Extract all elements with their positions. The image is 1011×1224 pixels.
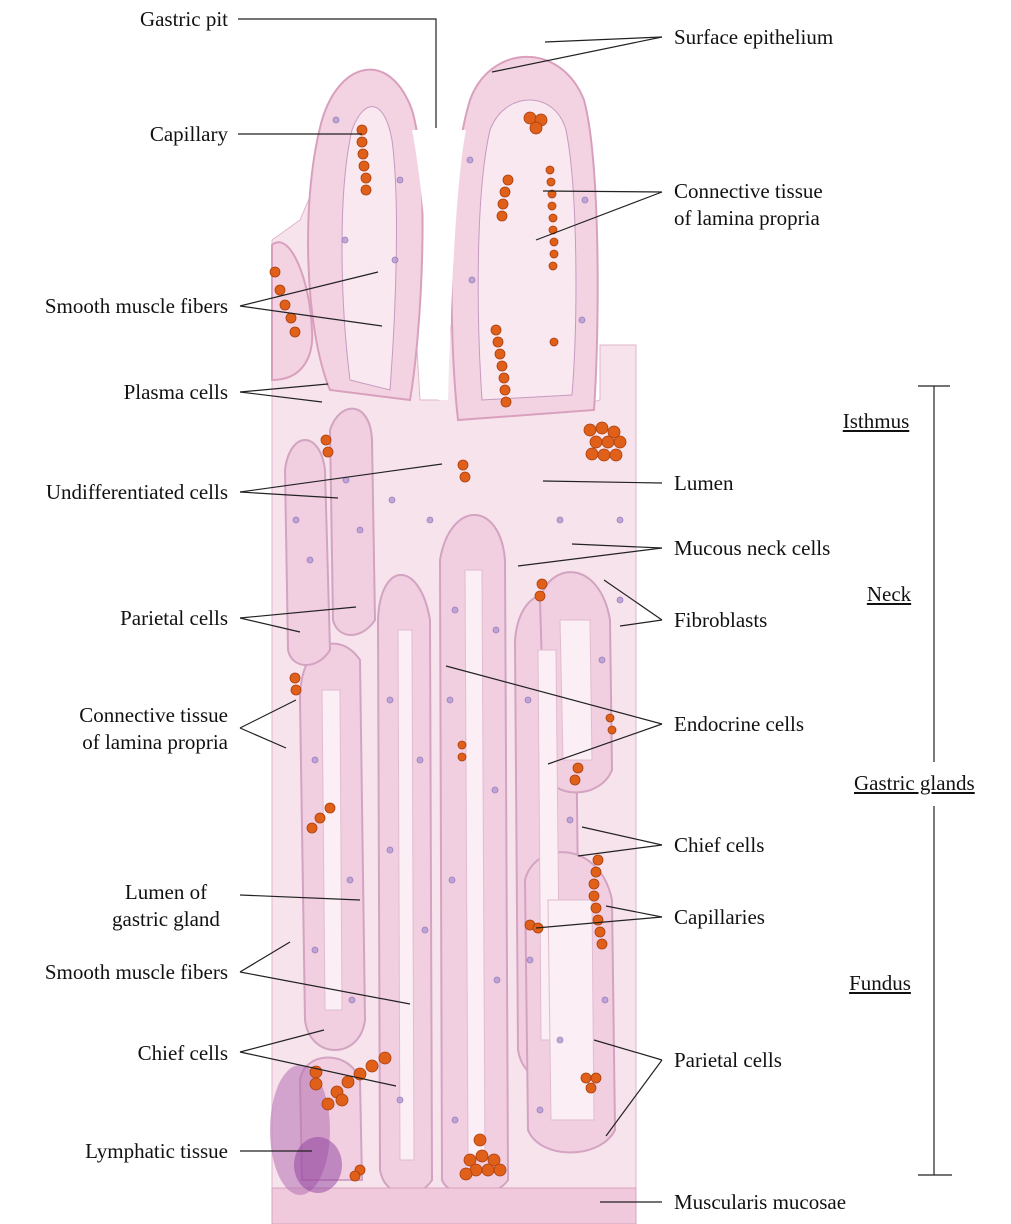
label-fibroblasts: Fibroblasts — [674, 607, 767, 634]
label-connective-tissue-right-line2: of lamina propria — [674, 205, 820, 232]
label-lymphatic-tissue: Lymphatic tissue — [85, 1138, 228, 1165]
region-label-gastric-glands: Gastric glands — [854, 770, 1011, 797]
label-connective-tissue-left-line1: Connective tissue — [79, 702, 228, 729]
label-parietal-cells-upper: Parietal cells — [120, 605, 228, 632]
label-capillaries: Capillaries — [674, 904, 765, 931]
region-label-fundus: Fundus — [820, 970, 940, 997]
label-smooth-muscle-fibers-upper: Smooth muscle fibers — [45, 293, 228, 320]
label-lumen: Lumen — [674, 470, 733, 497]
label-plasma-cells: Plasma cells — [124, 379, 228, 406]
label-parietal-cells-right: Parietal cells — [674, 1047, 782, 1074]
label-gastric-pit: Gastric pit — [140, 6, 228, 33]
label-muscularis-mucosae: Muscularis mucosae — [674, 1189, 846, 1216]
label-smooth-muscle-fibers-lower: Smooth muscle fibers — [45, 959, 228, 986]
label-lumen-gastric-gland-line1: Lumen of — [96, 879, 236, 906]
label-capillary: Capillary — [150, 121, 228, 148]
label-connective-tissue-left-line2: of lamina propria — [82, 729, 228, 756]
label-connective-tissue-right-line1: Connective tissue — [674, 178, 823, 205]
left-villus-core — [342, 107, 396, 390]
muscularis-mucosae-band — [272, 1188, 636, 1224]
label-chief-cells: Chief cells — [674, 832, 764, 859]
region-label-isthmus: Isthmus — [816, 408, 936, 435]
region-label-neck: Neck — [829, 581, 949, 608]
label-undifferentiated-cells: Undifferentiated cells — [46, 479, 228, 506]
label-chief-cells-lower: Chief cells — [138, 1040, 228, 1067]
label-mucous-neck-cells: Mucous neck cells — [674, 535, 830, 562]
label-lumen-gastric-gland-line2: gastric gland — [96, 906, 236, 933]
right-villus-core — [478, 100, 576, 400]
label-surface-epithelium: Surface epithelium — [674, 24, 833, 51]
label-endocrine-cells: Endocrine cells — [674, 711, 804, 738]
